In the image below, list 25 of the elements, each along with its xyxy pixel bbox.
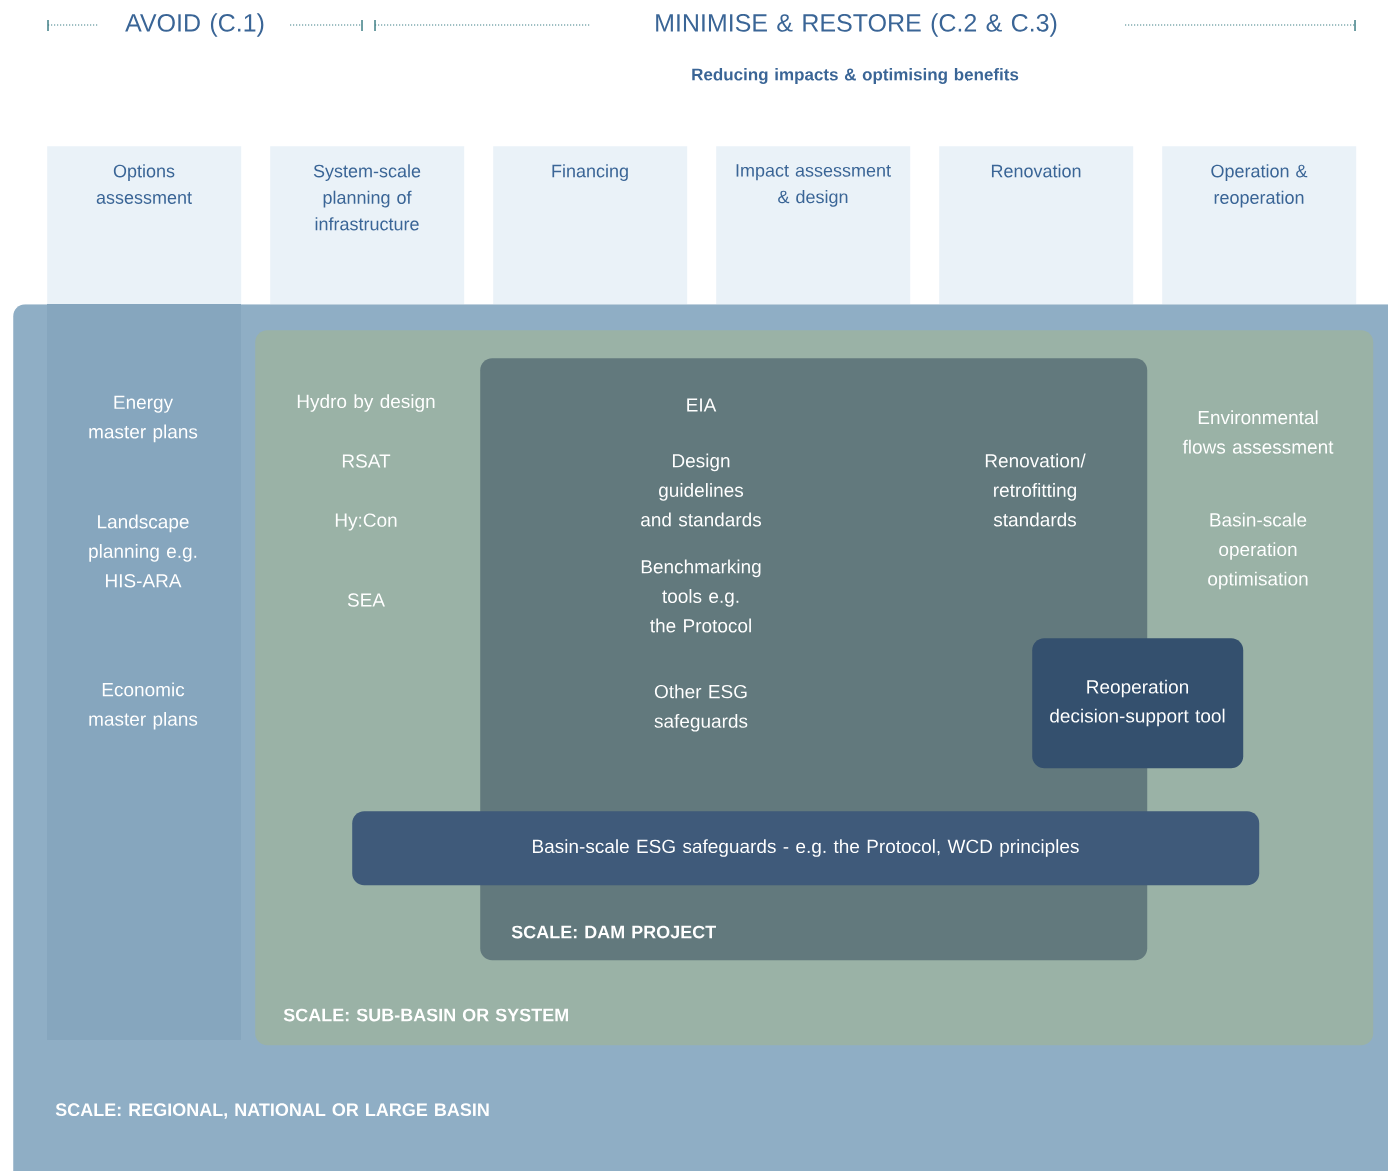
tool-box: Reoperation decision-support tool bbox=[1032, 638, 1244, 769]
column-band: System-scale planning of infrastructure bbox=[270, 146, 465, 305]
column-band: Financing bbox=[493, 146, 688, 305]
label-text: EIA bbox=[687, 398, 717, 412]
label-text: SEA bbox=[347, 593, 385, 607]
label-text: Basin-scale operation optimisation bbox=[1208, 512, 1308, 590]
label-text: Landscape planning e.g. HIS-ARA bbox=[89, 514, 197, 588]
label-text: Renovation/ retrofitting standards bbox=[985, 453, 1086, 527]
label-text: Economic master plans bbox=[89, 682, 198, 730]
column-band: Options assessment bbox=[47, 146, 242, 305]
safeguards-band: Basin-scale ESG safeguards - e.g. the Protocol, WCD principles bbox=[352, 811, 1260, 886]
label-text: AVOID (C.1) bbox=[125, 13, 264, 37]
column-band: Renovation bbox=[939, 146, 1134, 305]
label-text: Other ESG safeguards bbox=[654, 684, 748, 732]
label-text: MINIMISE & RESTORE (C.2 & C.3) bbox=[656, 13, 1057, 37]
label-text: Energy master plans bbox=[89, 395, 198, 443]
column-band: Impact assessment & design bbox=[716, 146, 911, 305]
label-text: Benchmarking tools e.g. the Protocol bbox=[641, 559, 761, 633]
label-text: Reducing impacts & optimising benefits bbox=[692, 68, 1019, 84]
column-band: Operation & reoperation bbox=[1162, 146, 1357, 305]
label-text: Environmental flows assessment bbox=[1182, 410, 1334, 454]
label-text: RSAT bbox=[342, 454, 391, 468]
label-text: Hydro by design bbox=[297, 394, 435, 412]
label-text: Design guidelines and standards bbox=[641, 453, 762, 527]
label-text: Hy:Con bbox=[335, 513, 397, 531]
